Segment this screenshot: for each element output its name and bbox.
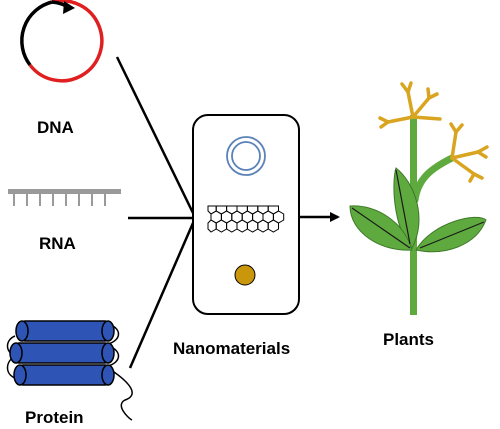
dna-label: DNA [37,118,74,137]
nanotube-hexagon [267,219,279,233]
plant-icon [349,81,489,315]
nanomaterials-label: Nanomaterials [173,339,290,358]
plasmid-dna-icon [20,0,104,83]
convergence-lines [115,56,195,369]
protein-helices-icon [6,320,133,421]
gold-nanoparticle-icon [234,264,256,286]
protein-label: Protein [25,408,84,427]
rna-strand-icon [8,189,121,206]
plants-label: Plants [383,330,434,349]
liposome-icon [226,136,266,176]
carbon-nanotube-icon [207,205,285,233]
rna-label: RNA [39,234,76,253]
